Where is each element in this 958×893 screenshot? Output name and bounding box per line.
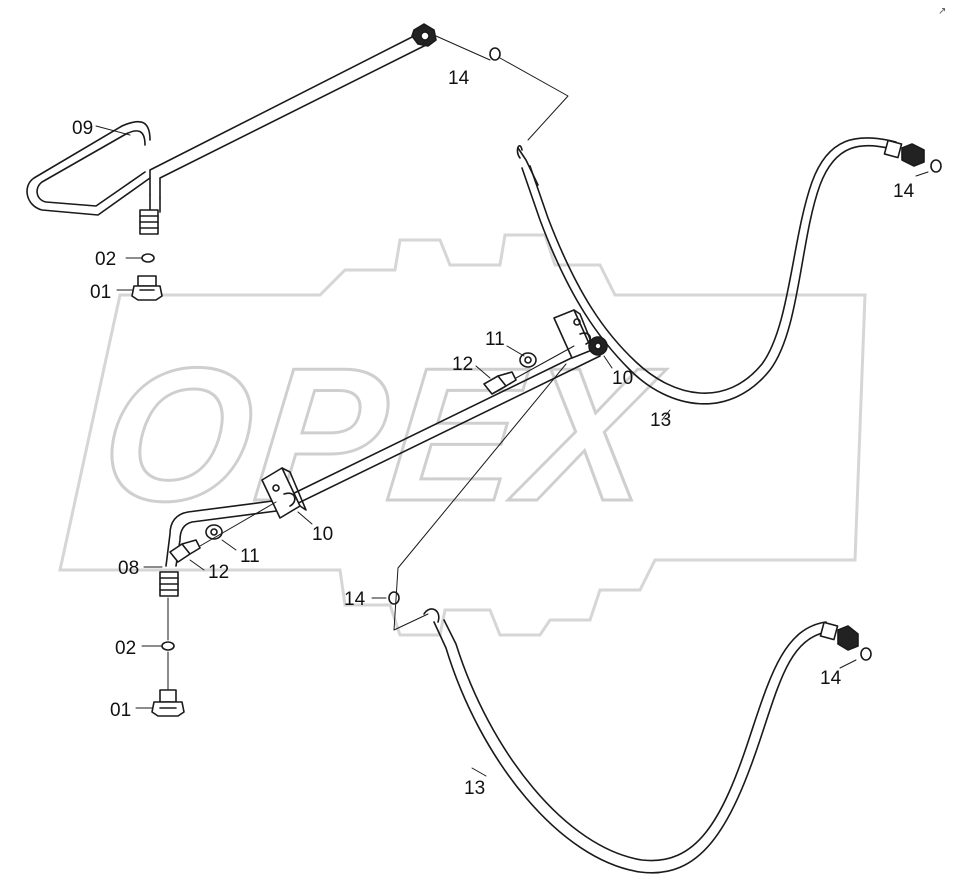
callout-10-mid: 10 <box>312 524 333 545</box>
callout-12-mid: 12 <box>208 562 229 583</box>
callout-10-top: 10 <box>612 368 633 389</box>
leader-11-mid <box>221 539 237 551</box>
callout-02-top: 02 <box>95 249 116 270</box>
callout-11-mid: 11 <box>240 546 260 567</box>
washer-11-top <box>519 352 537 368</box>
leader-13-bot <box>471 767 487 777</box>
leader-12-mid <box>189 559 205 571</box>
callout-13-top: 13 <box>650 410 671 431</box>
watermark: OPEX <box>58 233 867 637</box>
callout-02-bot: 02 <box>115 638 136 659</box>
washer-11-mid <box>205 524 223 540</box>
hose-13-top <box>516 137 897 405</box>
leader-10-mid <box>297 511 313 525</box>
callout-14-mid: 14 <box>344 589 366 610</box>
bolt-line-top <box>515 345 575 379</box>
fitting-10-top <box>588 336 608 356</box>
nut-08 <box>159 571 179 597</box>
callout-14-right-bot: 14 <box>820 668 842 689</box>
pipe-09 <box>26 33 429 216</box>
oring-14-right-bot <box>860 647 872 661</box>
oring-14-mid <box>388 591 400 605</box>
leader-13-top <box>661 409 671 421</box>
leader-12-top <box>475 365 491 379</box>
callout-12-top: 12 <box>452 354 473 375</box>
route-line-mid <box>393 363 567 631</box>
callout-labels: 09 02 01 14 14 11 12 10 13 10 11 12 08 1… <box>72 68 915 799</box>
watermark-gear-outline <box>58 233 867 637</box>
callout-01-bot: 01 <box>110 700 131 721</box>
watermark-text: OPEX <box>93 329 671 540</box>
callout-11-top: 11 <box>485 329 505 350</box>
callout-14-right-top: 14 <box>893 181 915 202</box>
leader-14-right-bot <box>839 659 857 669</box>
washer-11-top-inner <box>524 356 532 364</box>
washer-11-mid-inner <box>210 528 218 536</box>
leader-10-top <box>603 355 613 369</box>
hose-13-bottom <box>423 608 827 874</box>
bolt-12-top <box>483 371 517 395</box>
corner-mark: ↗ <box>938 6 946 17</box>
callout-13-bot: 13 <box>464 778 485 799</box>
pipe-mid <box>165 345 601 567</box>
callout-08: 08 <box>118 558 139 579</box>
bolt-line-mid <box>199 501 277 547</box>
callout-09: 09 <box>72 118 93 139</box>
oring-14-top <box>489 47 501 61</box>
callout-01-top: 01 <box>90 282 111 303</box>
leader-14-right-top <box>915 171 929 177</box>
clamp-10-mid <box>261 467 307 519</box>
plug-01-top <box>131 275 163 301</box>
bolt-12-mid <box>169 539 201 563</box>
oring-02-bot <box>161 641 175 651</box>
oring-02-top <box>141 253 155 263</box>
route-line-top <box>435 35 569 141</box>
fitting-13-bottom-right <box>819 621 859 651</box>
leader-09 <box>95 125 131 136</box>
plug-01-bot <box>151 689 185 717</box>
leader-11-top <box>506 345 525 357</box>
fitting-09-top <box>411 23 437 47</box>
fitting-13-top-right <box>883 139 925 167</box>
callout-14-top: 14 <box>448 68 470 89</box>
oring-14-right-top <box>930 159 942 173</box>
nut-09-bottom <box>139 209 159 235</box>
